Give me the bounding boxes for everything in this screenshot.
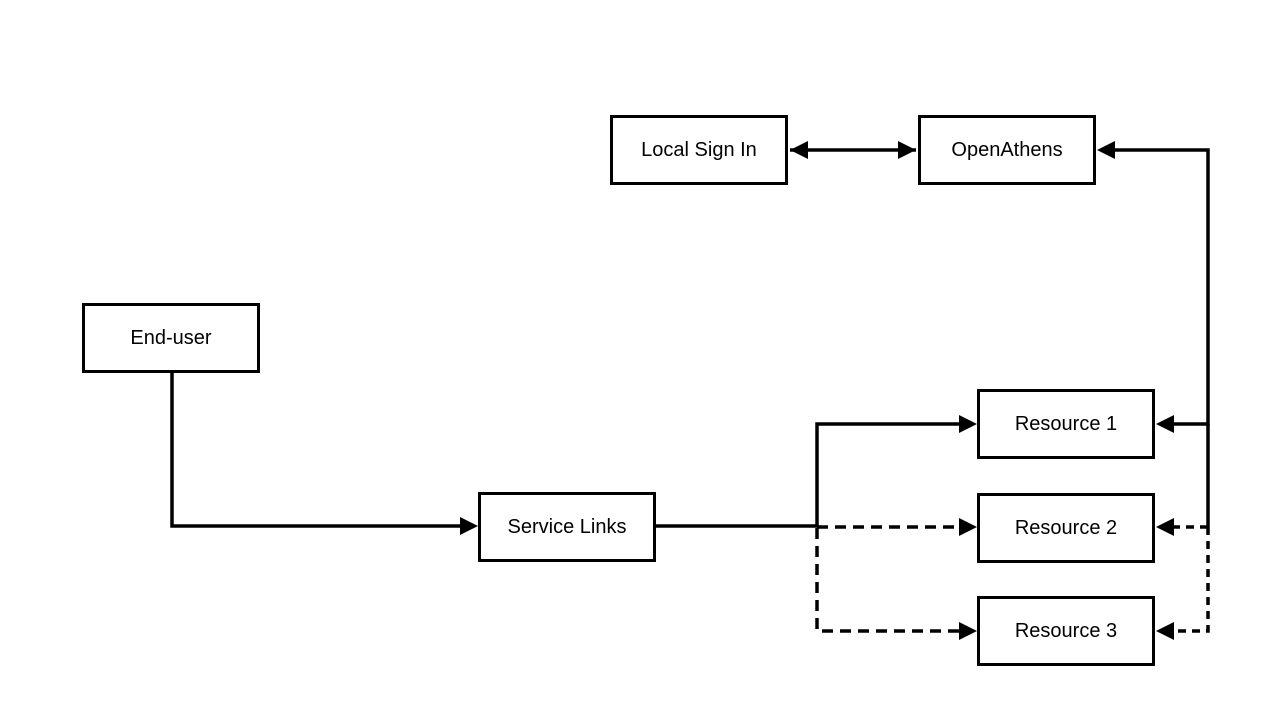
edge-openathens-resource-1 [1114, 148, 1210, 426]
edge-service-links-resource-1 [656, 422, 960, 528]
arrowhead-openathens-right [1097, 141, 1115, 159]
node-resource-3: Resource 3 [977, 596, 1155, 666]
node-label: End-user [130, 326, 212, 349]
arrowhead-resource-2-right [1156, 518, 1174, 536]
node-label: Resource 2 [1014, 516, 1118, 539]
arrowhead-left-local-sign-in [790, 141, 808, 159]
edge-openathens-resource-3 [1172, 527, 1210, 633]
arrowhead-resource-1-right [1156, 415, 1174, 433]
node-label: Local Sign In [641, 138, 757, 161]
node-resource-1: Resource 1 [977, 389, 1155, 459]
node-label: Service Links [507, 515, 627, 538]
node-end-user: End-user [82, 303, 260, 373]
node-openathens: OpenAthens [918, 115, 1096, 185]
arrowhead-resource-1-left [959, 415, 977, 433]
arrowhead-resource-3-right [1156, 622, 1174, 640]
edge-service-links-resource-3 [815, 528, 960, 633]
edge-end-user-service-links [170, 373, 462, 528]
arrowhead-resource-2-left [959, 518, 977, 536]
node-local-sign-in: Local Sign In [610, 115, 788, 185]
node-label: Resource 3 [1014, 619, 1118, 642]
node-label: Resource 1 [1014, 412, 1118, 435]
arrowhead-resource-3-left [959, 622, 977, 640]
arrowhead-service-links [460, 517, 478, 535]
node-service-links: Service Links [478, 492, 656, 562]
node-label: OpenAthens [951, 138, 1063, 161]
node-resource-2: Resource 2 [977, 493, 1155, 563]
arrowhead-right-openathens [898, 141, 916, 159]
